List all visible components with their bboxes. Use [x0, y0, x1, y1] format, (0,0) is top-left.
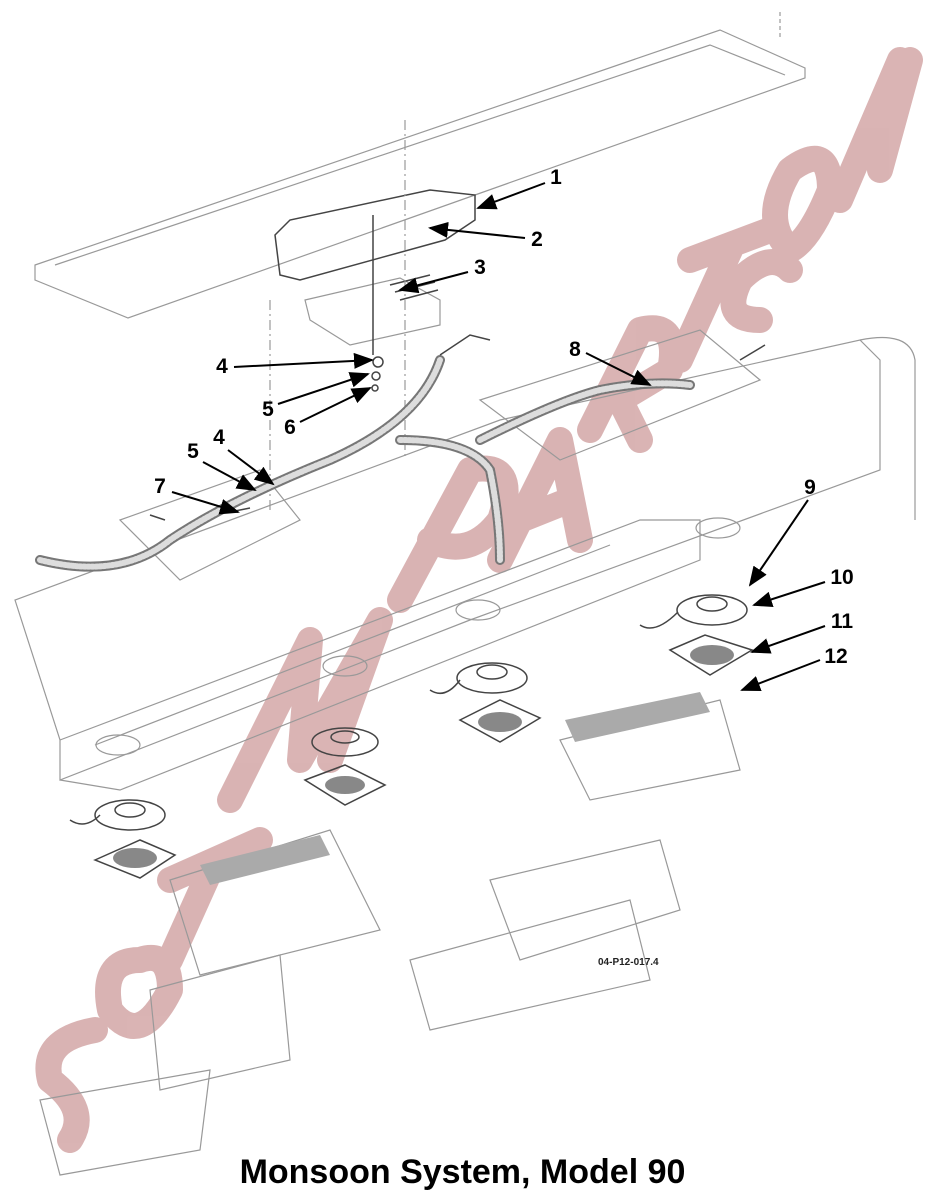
callout-7: 7: [154, 475, 166, 498]
callout-4b: 4: [213, 426, 225, 449]
callout-12: 12: [824, 645, 848, 668]
drawing-code: 04-P12-017.4: [598, 957, 659, 968]
callout-5: 5: [262, 398, 274, 421]
roof-trim-panel: [34, 12, 806, 319]
amplifier-bracket: [269, 120, 476, 510]
speaker-2: [303, 727, 387, 806]
callout-4: 4: [216, 355, 228, 378]
callout-6: 6: [284, 416, 296, 439]
speaker-3: [429, 662, 542, 743]
speaker-1: [69, 799, 177, 879]
callout-11: 11: [830, 610, 854, 633]
callout-3: 3: [474, 256, 486, 279]
callout-2: 2: [531, 228, 543, 251]
callout-10: 10: [830, 566, 854, 589]
dashboard-structure: [14, 329, 916, 791]
callout-8: 8: [569, 338, 581, 361]
callout-9: 9: [804, 476, 816, 499]
diagram-title: Monsoon System, Model 90: [239, 1153, 686, 1191]
wiring-harness: [35, 334, 766, 572]
speaker-4: [639, 594, 754, 676]
callout-arrows: [171, 182, 826, 692]
callout-1: 1: [550, 166, 562, 189]
sun-visors: [39, 692, 741, 1176]
callout-5b: 5: [187, 440, 199, 463]
